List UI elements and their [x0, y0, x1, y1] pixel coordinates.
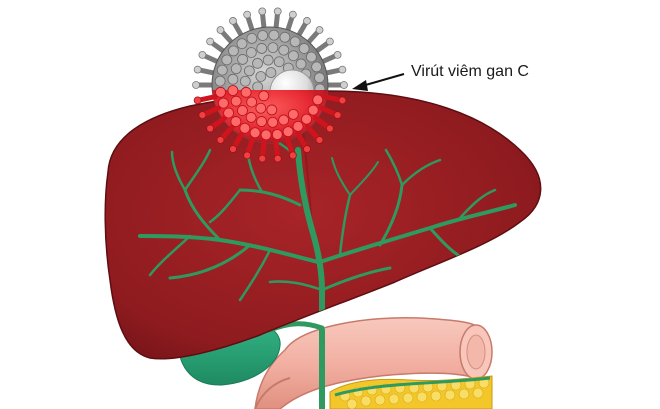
infected-region — [193, 85, 347, 163]
liver — [104, 90, 542, 360]
pancreas — [329, 375, 493, 409]
virus-label: Virút viêm gan C — [411, 63, 529, 80]
arrow-left-icon — [352, 73, 405, 91]
bile-ducts — [138, 136, 517, 359]
